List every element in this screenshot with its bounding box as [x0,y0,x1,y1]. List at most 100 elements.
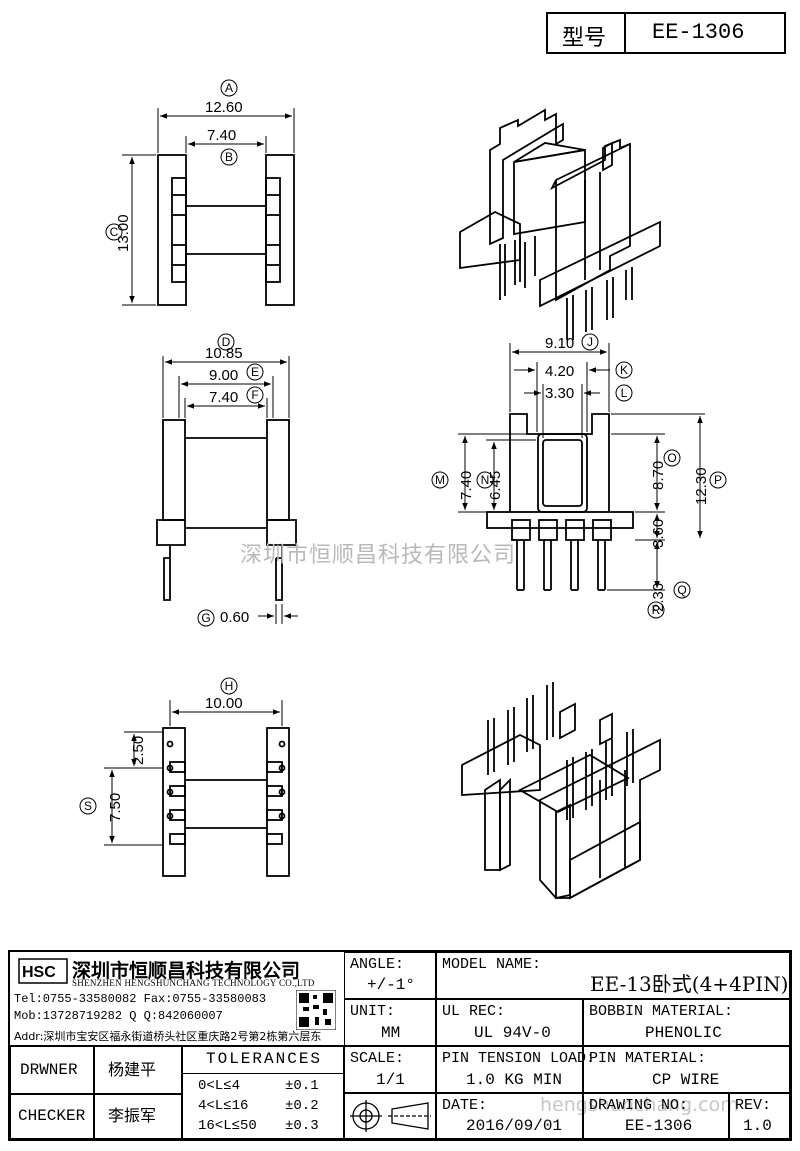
isometric-bottom [461,682,661,900]
tolerance-value-1: ±0.2 [285,1098,319,1114]
dim-O-letter: O [667,451,676,465]
dim-J-value: 9.10 [545,335,574,352]
tolerances-title: TOLERANCES [206,1050,323,1068]
dim-G-circle [197,609,215,627]
dim-J-circle [581,333,599,351]
scale-value: 1/1 [376,1071,405,1089]
angle-value: +/-1° [367,976,416,994]
top-view-dims [122,108,295,306]
side-view [486,413,634,591]
bottom-view [162,727,290,877]
scale-label: SCALE: [350,1050,405,1067]
model-header-box: 型号 EE-1306 [546,12,786,54]
pin-tension-value: 1.0 KG MIN [466,1071,563,1089]
drawer-value: 杨建平 [108,1060,157,1079]
side-view-dims [458,343,705,591]
drawer-value-cell [94,1046,182,1094]
qr-code-icon [296,990,336,1030]
dim-N-letter: N [481,473,490,487]
dim-E-letter: E [251,365,259,379]
dim-R-letter: R [652,603,661,617]
dim-G-value: 0.60 [220,609,249,626]
bobbin-material-value: PHENOLIC [645,1024,722,1042]
top-view [157,154,295,306]
dim-Q-circle [673,581,691,599]
type-label: 型号 [562,26,607,51]
dim-B-circle [220,148,238,166]
dim-H-circle [220,677,238,695]
unit-cell [344,999,436,1046]
dim-E-circle [246,363,264,381]
checker-label: CHECKER [18,1107,86,1125]
front-view [156,419,297,601]
date-label: DATE: [442,1097,488,1114]
rev-label: REV: [735,1097,772,1114]
date-cell [436,1093,583,1139]
tolerance-value-2: ±0.3 [285,1118,319,1134]
bobbin-material-label: BOBBIN MATERIAL: [589,1003,734,1020]
drawing-no-value: EE-1306 [625,1117,693,1135]
checker-value: 李振军 [108,1106,157,1125]
company-logo-icon: HSC [18,958,68,984]
date-value: 2016/09/01 [466,1117,563,1135]
dim-D-circle [217,333,235,351]
tolerances-divider [182,1073,344,1074]
dim-H-value: 10.00 [205,695,243,712]
drawer-label-cell [10,1046,94,1094]
dim-O-value: 8.70 [650,461,667,490]
angle-cell [344,952,436,999]
model-name-label: MODEL NAME: [442,956,542,973]
drawing-no-label: DRAWING NO: [589,1097,689,1114]
pin-tension-cell [436,1046,583,1093]
dim-C-circle [105,223,123,241]
dim-F-circle [246,386,264,404]
dim-D-letter: D [222,335,231,349]
dim-S-value: 7.50 [107,793,124,822]
dim-L-value: 3.30 [545,385,574,402]
rev-cell [729,1093,790,1139]
dim-C-value: 13.00 [115,214,132,252]
dim-M-circle [431,471,449,489]
dim-J-letter: J [587,335,593,349]
unit-value: MM [381,1024,401,1042]
dim-F-value: 7.40 [209,389,238,406]
dim-M-value: 7.40 [458,471,475,500]
dim-P-letter: P [714,473,722,487]
tolerances-box [182,1046,344,1139]
projection-symbol-cell [344,1093,436,1139]
scale-cell [344,1046,436,1093]
dim-L-letter: L [621,386,628,400]
dim-B-value: 7.40 [207,127,236,144]
dim-B-letter: B [225,150,233,164]
tolerance-value-0: ±0.1 [285,1078,319,1094]
pin-material-cell [583,1046,790,1093]
company-addr: Addr:深圳市宝安区福永街道桥头社区重庆路2号第2栋第六层东 [14,1030,322,1043]
projection-symbol-icon [350,1100,431,1132]
bottom-view-dims [104,700,283,846]
watermark-text: 深圳市恒顺昌科技有限公司 [240,543,517,568]
dim-N-value: 6.45 [487,471,504,500]
pin-material-label: PIN MATERIAL: [589,1050,707,1067]
isometric-top [459,108,661,340]
dim-R-circle [647,601,665,619]
pin-tension-label: PIN TENSION LOAD: [442,1050,596,1067]
title-block [8,950,792,1141]
dim-K-value: 4.20 [545,363,574,380]
dim-F-letter: F [251,388,258,402]
dim-A-letter: A [225,81,233,95]
drawer-label: DRWNER [20,1061,78,1079]
tolerance-range-1: 4<L≤16 [198,1098,249,1114]
checker-label-cell [10,1094,94,1139]
company-panel: HSC 深圳市恒顺昌科技有限公司 SHENZHEN HENGSHUNCHANG … [10,952,344,1046]
dim-G-letter: G [201,611,210,625]
dim-Q-letter: Q [677,583,686,597]
tolerance-range-2: 16<L≤50 [198,1118,257,1134]
dim-P-value: 12.30 [693,467,710,505]
dim-O-circle [663,449,681,467]
dim-D-value: 10.85 [205,345,243,362]
company-tel-fax: Tel:0755-33580082 Fax:0755-33580083 [14,992,267,1006]
dim-H-letter: H [225,679,234,693]
dim-C-letter: C [110,225,119,239]
header-divider [624,14,626,52]
technical-drawing: 12.60 7.40 13.00 10.85 9.00 7.40 0.60 10… [79,79,727,900]
